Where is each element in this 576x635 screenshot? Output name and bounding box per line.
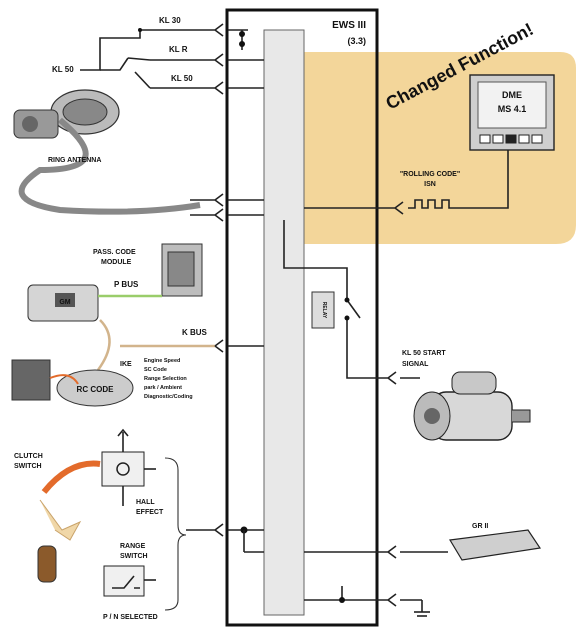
hall-effect-line1: HALL [136, 499, 155, 506]
ike-function-2: Range Selection [144, 376, 187, 382]
clutch-switch-line1: CLUTCH [14, 453, 43, 460]
ike-function-3: park / Ambient [144, 385, 182, 391]
terminal-kl50-left: KL 50 [52, 65, 74, 74]
relay-label: RELAY [321, 302, 327, 319]
rolling-code-line1: "ROLLING CODE" [400, 171, 460, 178]
pn-selected-label: P / N SELECTED [103, 614, 158, 621]
ike-function-1: SC Code [144, 367, 167, 373]
module-name: EWS III [332, 20, 366, 31]
clutch-switch-line2: SWITCH [14, 463, 42, 470]
ike-function-0: Engine Speed [144, 358, 180, 364]
terminal-kl50: KL 50 [171, 74, 193, 83]
kbus-label: K BUS [182, 328, 208, 337]
kl50-start-line1: KL 50 START [402, 350, 446, 357]
dme-name: DME [502, 90, 522, 100]
ground-connection [304, 586, 430, 617]
terminal-klr: KL R [169, 45, 188, 54]
ring-antenna-label: RING ANTENNA [48, 157, 101, 164]
ews-internal-bus [263, 29, 305, 616]
terminal-inputs: KL 30 KL R KL 50 KL 50 [52, 16, 264, 95]
ews-module-box [225, 8, 379, 627]
ring-antenna: RING ANTENNA [13, 89, 264, 222]
ike-label: IKE [120, 361, 132, 368]
rolling-code-signal: "ROLLING CODE" ISN [304, 150, 509, 215]
ike-cluster: K BUS IKE RC CODE Engine Speed SC Code R… [11, 319, 264, 407]
gr-label: GR II [472, 523, 488, 530]
rc-code-label: RC CODE [77, 385, 115, 394]
dme-unit: DME MS 4.1 [469, 74, 555, 151]
clutch-switch-group: CLUTCH SWITCH HALL EFFECT [14, 428, 164, 541]
relay: RELAY [283, 220, 397, 385]
ike-function-4: Diagnostic/Coding [144, 394, 193, 400]
hall-effect-line2: EFFECT [136, 509, 164, 516]
pass-code-line1: PASS. CODE [93, 249, 136, 256]
range-switch-line1: RANGE [120, 543, 146, 550]
terminal-kl30: KL 30 [159, 16, 181, 25]
range-switch-line2: SWITCH [120, 553, 148, 560]
starter-motor: KL 50 START SIGNAL [400, 350, 531, 441]
kl50-start-line2: SIGNAL [402, 361, 429, 368]
module-version: (3.3) [347, 36, 366, 46]
rolling-code-line2: ISN [424, 181, 436, 188]
gm-label: GM [59, 299, 70, 306]
pass-code-line2: MODULE [101, 259, 132, 266]
pbus-label: P BUS [114, 280, 139, 289]
switch-connection [164, 457, 264, 611]
dme-version: MS 4.1 [498, 104, 527, 114]
range-switch-group: RANGE SWITCH P / N SELECTED [37, 543, 158, 621]
gr-unit: GR II [304, 523, 542, 561]
pass-code-module: PASS. CODE MODULE P BUS GM [27, 243, 203, 322]
